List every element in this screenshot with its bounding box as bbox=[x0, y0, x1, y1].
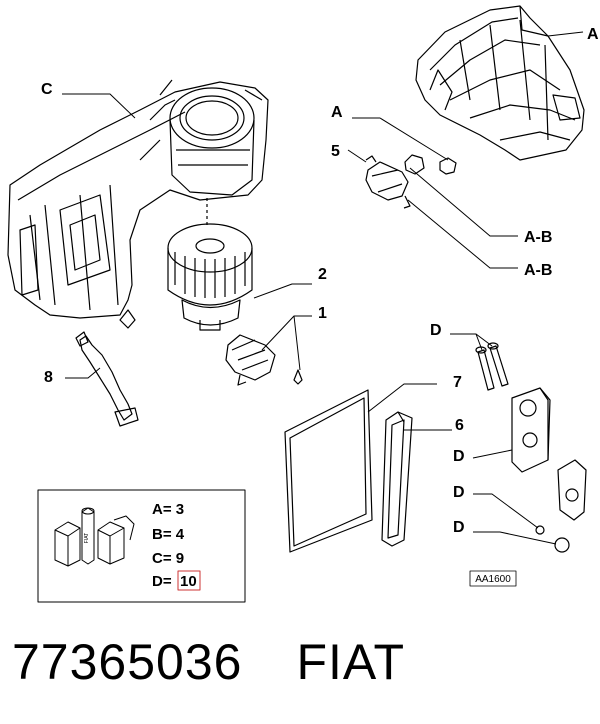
callout-1: 1 bbox=[318, 305, 327, 322]
callout-d-4: D bbox=[453, 519, 465, 536]
parts-box-icon bbox=[54, 507, 135, 567]
resistor-1-drawing bbox=[225, 334, 303, 386]
actuator-5-drawing bbox=[365, 154, 457, 209]
legend-line-d-value: 10 bbox=[180, 573, 197, 590]
callout-2: 2 bbox=[318, 266, 327, 283]
legend-box bbox=[37, 489, 246, 603]
brand-name: FIAT bbox=[296, 634, 406, 690]
legend-box-brand: FIAT bbox=[84, 533, 90, 543]
legend-line-a: A= 3 bbox=[152, 501, 184, 518]
reference-code: AA1600 bbox=[475, 574, 511, 585]
callout-a-b-1: A-B bbox=[524, 229, 552, 246]
part-number: 77365036 bbox=[12, 634, 243, 690]
callout-7: 7 bbox=[453, 374, 462, 391]
footer: 77365036 FIAT bbox=[12, 633, 405, 691]
heater-housing-c-drawing bbox=[7, 79, 269, 329]
callout-8: 8 bbox=[44, 369, 53, 386]
legend-line-b: B= 4 bbox=[152, 526, 185, 543]
reference-code-box bbox=[469, 570, 517, 587]
callout-a-top: A bbox=[587, 26, 599, 43]
blower-fan-2-drawing bbox=[167, 223, 253, 331]
leader-lines bbox=[62, 31, 584, 545]
callout-a-b-2: A-B bbox=[524, 262, 552, 279]
legend-line-d-label: D= bbox=[152, 573, 172, 590]
callout-d-2: D bbox=[453, 448, 465, 465]
callout-d-1: D bbox=[430, 322, 442, 339]
callout-5: 5 bbox=[331, 143, 340, 160]
legend-d-value-highlight bbox=[177, 570, 201, 591]
legend-line-c: C= 9 bbox=[152, 550, 184, 567]
callout-c: C bbox=[41, 81, 53, 98]
expansion-valve-d-drawing bbox=[475, 342, 587, 553]
callout-d-3: D bbox=[453, 484, 465, 501]
callout-6: 6 bbox=[455, 417, 464, 434]
cabin-filter-7-drawing bbox=[284, 389, 373, 553]
callout-a-mid: A bbox=[331, 104, 343, 121]
filter-frame-6-drawing bbox=[381, 411, 413, 547]
drain-hose-8-drawing bbox=[75, 331, 139, 427]
duct-housing-a-drawing bbox=[415, 5, 585, 161]
